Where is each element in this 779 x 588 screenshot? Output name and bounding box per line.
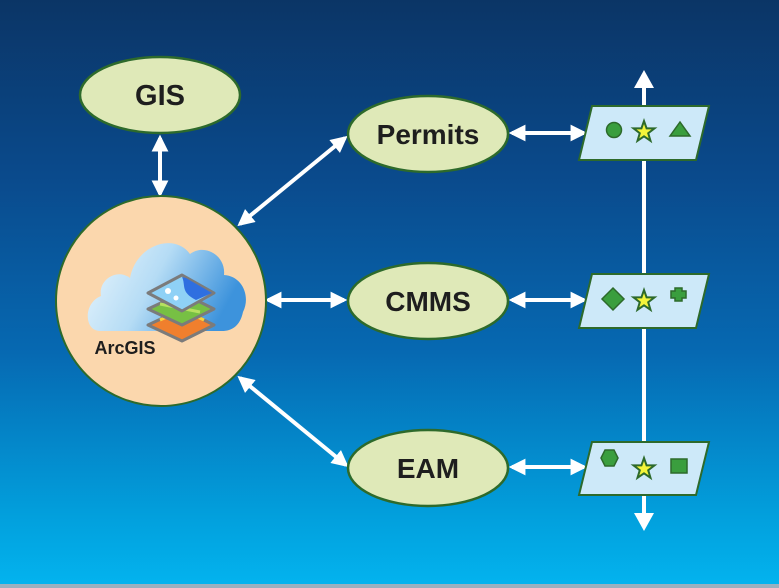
- feature-layer-permits[interactable]: [577, 105, 711, 161]
- triangle-symbol-icon: [668, 120, 692, 137]
- diamond-symbol-icon: [600, 286, 626, 312]
- circle-symbol-icon: [605, 121, 623, 139]
- node-permits-label: Permits: [377, 119, 480, 150]
- node-gis[interactable]: GIS: [78, 55, 242, 135]
- feature-layer-eam[interactable]: [577, 441, 711, 496]
- node-cmms[interactable]: CMMS: [346, 261, 510, 341]
- cross-symbol-icon: [670, 287, 687, 302]
- node-cmms-label: CMMS: [385, 286, 471, 317]
- arrow-down-icon: [634, 513, 654, 531]
- node-eam-label: EAM: [397, 453, 459, 484]
- node-gis-label: GIS: [135, 80, 185, 112]
- node-eam[interactable]: EAM: [346, 428, 510, 508]
- node-permits[interactable]: Permits: [346, 94, 510, 174]
- hub-label: ArcGIS: [94, 338, 155, 358]
- connector-hub-eam: [237, 375, 349, 468]
- arrow-up-icon: [634, 70, 654, 88]
- star-symbol-icon: [630, 117, 658, 144]
- hexagon-symbol-icon: [600, 449, 619, 467]
- square-symbol-icon: [670, 458, 688, 474]
- feature-layer-cmms[interactable]: [577, 273, 711, 329]
- hub-arcgis[interactable]: ArcGIS: [55, 195, 267, 407]
- star-symbol-icon: [630, 286, 658, 313]
- connector-hub-permits: [237, 135, 348, 227]
- cloud-layers-icon: [87, 243, 246, 343]
- star-symbol-icon: [630, 454, 658, 481]
- bottom-border: [0, 584, 779, 588]
